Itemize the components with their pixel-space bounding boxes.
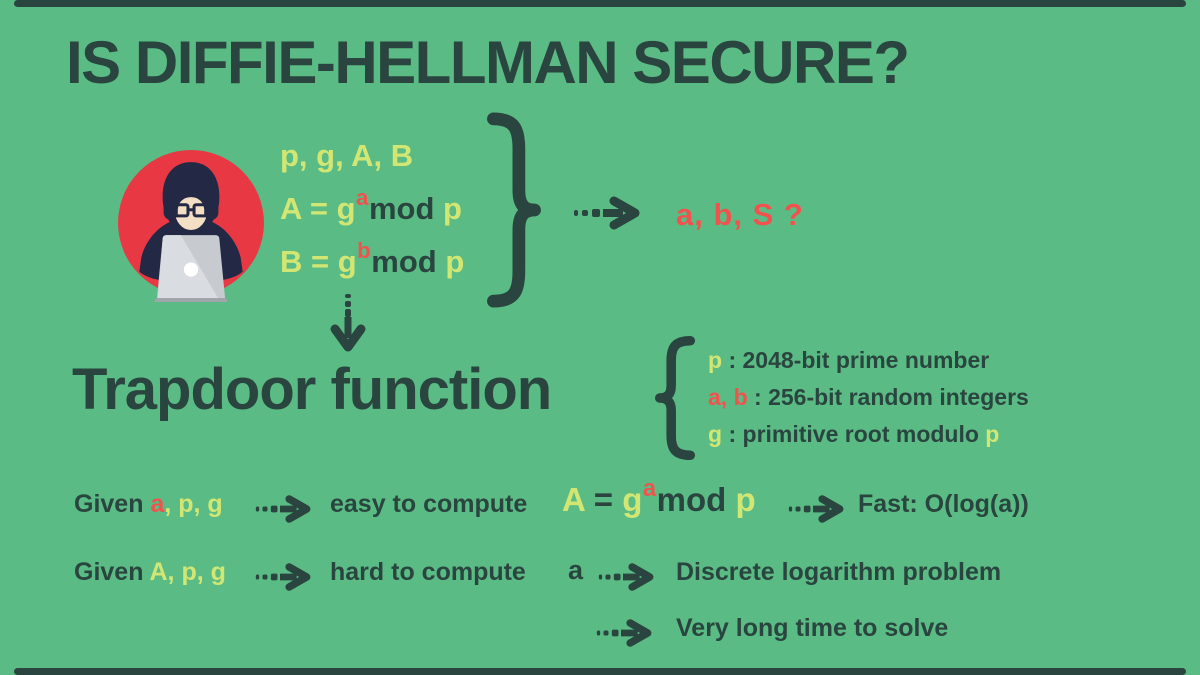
param-g: g : primitive root modulo p bbox=[708, 421, 1000, 447]
trapdoor-heading: Trapdoor function bbox=[72, 357, 552, 422]
curly-brace-open-icon bbox=[651, 336, 699, 460]
top-border-bar bbox=[14, 0, 1186, 7]
dashed-arrow-icon bbox=[597, 562, 659, 592]
bottom-border-bar bbox=[14, 668, 1186, 675]
curly-brace-close-icon bbox=[483, 112, 543, 308]
dashed-arrow-icon bbox=[595, 618, 657, 648]
time-row-result: Very long time to solve bbox=[676, 614, 949, 642]
dashed-arrow-icon bbox=[254, 562, 316, 592]
known-values-block: p, g, A, B A = gamod p B = gbmod p bbox=[280, 138, 464, 280]
unknown-values-label: a, b, S ? bbox=[676, 197, 804, 232]
parameter-list: p : 2048-bit prime number a, b : 256-bit… bbox=[708, 342, 1029, 453]
param-p: p : 2048-bit prime number bbox=[708, 347, 990, 373]
dashed-arrow-icon bbox=[787, 494, 849, 524]
param-ab: a, b : 256-bit random integers bbox=[708, 384, 1029, 410]
equation-A: A = gamod p bbox=[280, 185, 462, 226]
known-values-label: p, g, A, B bbox=[280, 138, 414, 173]
equation-B: B = gbmod p bbox=[280, 238, 465, 279]
dashed-arrow-icon bbox=[573, 195, 645, 231]
hard-row-label: hard to compute bbox=[330, 558, 526, 586]
easy-row-equation: A = gamod p bbox=[562, 475, 756, 518]
hard-row-result: Discrete logarithm problem bbox=[676, 558, 1002, 586]
dashed-arrow-icon bbox=[254, 494, 316, 524]
hard-row-unknown: a bbox=[568, 555, 584, 585]
hacker-avatar-icon bbox=[118, 150, 264, 302]
easy-row-label: easy to compute bbox=[330, 490, 528, 518]
easy-row-given: Given a, p, g bbox=[74, 490, 223, 518]
hard-row-given: Given A, p, g bbox=[74, 558, 226, 586]
dashed-down-arrow-icon bbox=[328, 293, 368, 357]
page-title: IS DIFFIE-HELLMAN SECURE? bbox=[66, 29, 910, 96]
easy-row-result: Fast: O(log(a)) bbox=[858, 490, 1029, 518]
